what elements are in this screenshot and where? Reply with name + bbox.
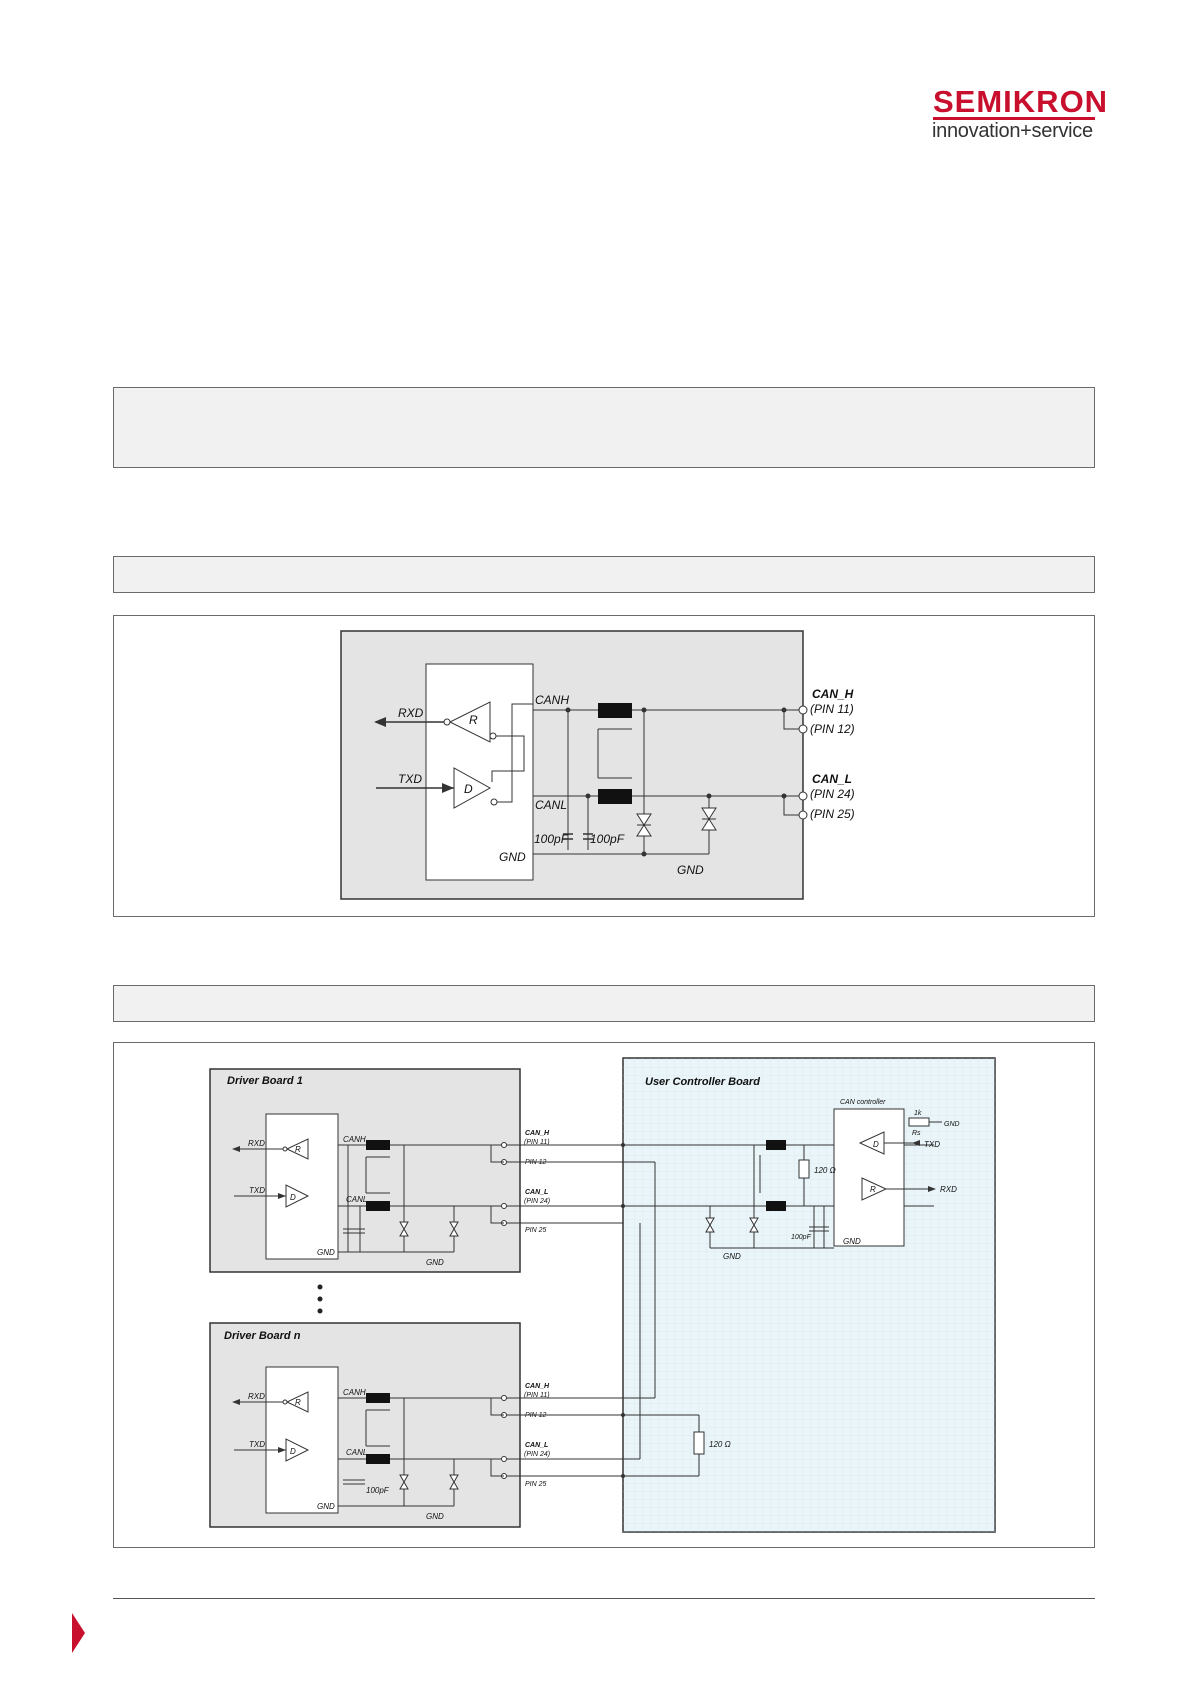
canh-label: CANH [535, 693, 569, 707]
can-h-terminal-label: CAN_H [812, 687, 854, 701]
figure-2-caption-box [113, 985, 1095, 1022]
info-box [113, 387, 1095, 468]
svg-text:120 Ω: 120 Ω [814, 1166, 836, 1175]
svg-text:GND: GND [317, 1502, 335, 1511]
board-n-title: Driver Board n [224, 1330, 301, 1342]
svg-text:TXD: TXD [249, 1186, 265, 1195]
svg-text:R: R [295, 1398, 301, 1407]
rxd-label: RXD [398, 706, 424, 720]
svg-text:PIN 25: PIN 25 [525, 1481, 547, 1488]
svg-text:CANL: CANL [346, 1448, 367, 1457]
txd-arrow [442, 783, 454, 793]
svg-text:(PIN 24): (PIN 24) [524, 1198, 550, 1205]
svg-text:PIN 25: PIN 25 [525, 1227, 547, 1234]
svg-text:GND: GND [426, 1512, 444, 1521]
continuation-dot [317, 1284, 323, 1290]
svg-text:RXD: RXD [940, 1185, 957, 1194]
can-l-terminal-label: CAN_L [812, 772, 852, 786]
driver-board-area [340, 630, 804, 900]
figure-1-schematic: RXD R TXD D CANH CANL 100pF 100pF GND GN… [340, 630, 855, 900]
choke-top [598, 703, 632, 718]
svg-text:D: D [290, 1193, 296, 1202]
transceiver-ic [425, 663, 534, 881]
svg-text:CAN_L: CAN_L [525, 1189, 548, 1196]
controller-title: User Controller Board [645, 1076, 760, 1088]
svg-text:GND: GND [723, 1252, 741, 1261]
svg-text:120 Ω: 120 Ω [709, 1440, 731, 1449]
board-1-title: Driver Board 1 [227, 1075, 303, 1087]
svg-text:TXD: TXD [249, 1440, 265, 1449]
svg-text:GND: GND [499, 850, 526, 864]
svg-text:R: R [870, 1185, 876, 1194]
svg-text:GND: GND [426, 1258, 444, 1267]
svg-text:Rs: Rs [912, 1130, 921, 1137]
brand-logo: SEMIKRON [933, 84, 1109, 119]
driver-board-n [209, 1322, 521, 1528]
svg-text:(PIN 12): (PIN 12) [810, 722, 855, 736]
board-1-transceiver [265, 1113, 339, 1260]
receiver-triangle [448, 701, 491, 743]
svg-text:D: D [290, 1447, 296, 1456]
can-controller-ic [833, 1108, 905, 1247]
svg-text:CANH: CANH [343, 1135, 366, 1144]
svg-text:GND: GND [317, 1248, 335, 1257]
svg-text:CAN controller: CAN controller [840, 1099, 886, 1106]
driver-board-1 [209, 1068, 521, 1273]
rxd-arrow [374, 717, 386, 727]
continuation-dot [317, 1308, 323, 1314]
figure-2-schematic: User Controller Board Driver Board 1 RXD… [209, 1057, 996, 1533]
svg-text:R: R [469, 713, 478, 727]
board-n-transceiver [265, 1366, 339, 1514]
svg-text:CAN_L: CAN_L [525, 1442, 548, 1449]
svg-text:RXD: RXD [248, 1139, 265, 1148]
logo-underline [933, 117, 1095, 120]
svg-text:TXD: TXD [924, 1140, 940, 1149]
svg-text:(PIN 11): (PIN 11) [524, 1139, 550, 1146]
svg-text:GND: GND [944, 1121, 960, 1128]
svg-text:CAN_H: CAN_H [525, 1130, 550, 1137]
choke-bottom [598, 789, 632, 804]
svg-text:RXD: RXD [248, 1392, 265, 1401]
svg-text:1k: 1k [914, 1110, 922, 1117]
svg-text:(PIN 11): (PIN 11) [810, 702, 854, 716]
svg-text:(PIN 24): (PIN 24) [810, 787, 855, 801]
svg-text:100pF: 100pF [366, 1486, 390, 1495]
svg-text:D: D [464, 782, 473, 796]
txd-label: TXD [398, 772, 422, 786]
svg-text:100pF: 100pF [791, 1234, 812, 1241]
svg-text:100pF: 100pF [590, 832, 625, 846]
figure-2-frame: User Controller Board Driver Board 1 RXD… [113, 1042, 1095, 1548]
termination-resistor [693, 1431, 705, 1455]
svg-text:GND: GND [677, 863, 704, 877]
brand-tagline: innovation+service [932, 120, 1093, 142]
svg-text:(PIN 24): (PIN 24) [524, 1451, 550, 1458]
continuation-dot [317, 1296, 323, 1302]
svg-text:CANH: CANH [343, 1388, 366, 1397]
svg-text:(PIN 25): (PIN 25) [810, 807, 855, 821]
svg-text:GND: GND [843, 1237, 861, 1246]
svg-text:100pF: 100pF [534, 832, 569, 846]
footer-divider [113, 1598, 1095, 1599]
figure-1-frame: RXD R TXD D CANH CANL 100pF 100pF GND GN… [113, 615, 1095, 917]
figure-1-caption-box [113, 556, 1095, 593]
svg-text:(PIN 11): (PIN 11) [524, 1392, 550, 1399]
canl-label: CANL [535, 798, 567, 812]
svg-text:R: R [295, 1145, 301, 1154]
svg-text:CAN_H: CAN_H [525, 1383, 550, 1390]
footer-red-arrow [72, 1613, 85, 1653]
svg-text:CANL: CANL [346, 1195, 367, 1204]
svg-text:D: D [873, 1140, 879, 1149]
